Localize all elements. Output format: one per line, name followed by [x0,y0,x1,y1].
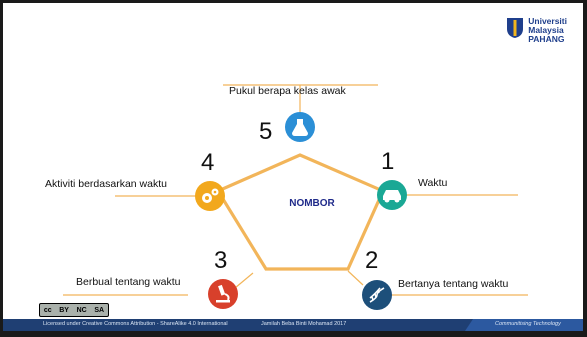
footer-tagline: Communitising Technology [495,321,561,327]
dna-icon [369,287,385,303]
center-pentagon [215,153,386,271]
by-badge-part: BY [59,306,69,314]
item-2-node [362,280,392,310]
item-1-label: Waktu [418,177,448,189]
cc-badge-part: cc [43,306,52,314]
diagram-canvas [63,84,528,310]
university-logo: Universiti Malaysia PAHANG [506,17,567,44]
microscope-icon [216,284,230,303]
logo-text: Universiti Malaysia PAHANG [528,17,567,44]
footer-author-text: Jamilah Beba Binti Mohamad 2017 [261,321,347,327]
footer-license-text: Licensed under Creative Commons Attribut… [43,321,228,327]
item-3-number: 3 [214,247,228,274]
item-2-label: Bertanya tentang waktu [398,278,509,290]
gears-icon [202,188,219,203]
item-4-label: Aktiviti berdasarkan waktu [45,178,167,190]
item-3-node [208,279,238,309]
nc-badge-part: NC [76,306,87,314]
slide: Universiti Malaysia PAHANG [3,3,583,331]
license-badge[interactable]: cc BY NC SA [39,303,109,317]
item-5-node [285,112,315,142]
footer-right-panel: Communitising Technology [465,319,583,331]
car-icon [383,190,401,203]
logo-line-3: PAHANG [528,34,565,44]
item-5-number: 5 [259,118,273,145]
item-5-label: Pukul berapa kelas awak [229,85,346,97]
item-4-node [195,181,225,211]
logo-line-2: Malaysia [528,25,564,35]
sa-badge-part: SA [94,306,105,314]
item-1-node [377,180,407,210]
center-label: NOMBOR [289,198,335,209]
item-2-number: 2 [365,247,379,274]
shield-logo-icon [507,18,524,38]
footer-bar: Licensed under Creative Commons Attribut… [3,319,583,331]
logo-line-1: Universiti [528,16,567,26]
item-3-label: Berbual tentang waktu [76,276,181,288]
item-4-number: 4 [201,149,215,176]
item-1-number: 1 [381,148,395,175]
flask-icon [292,119,308,136]
